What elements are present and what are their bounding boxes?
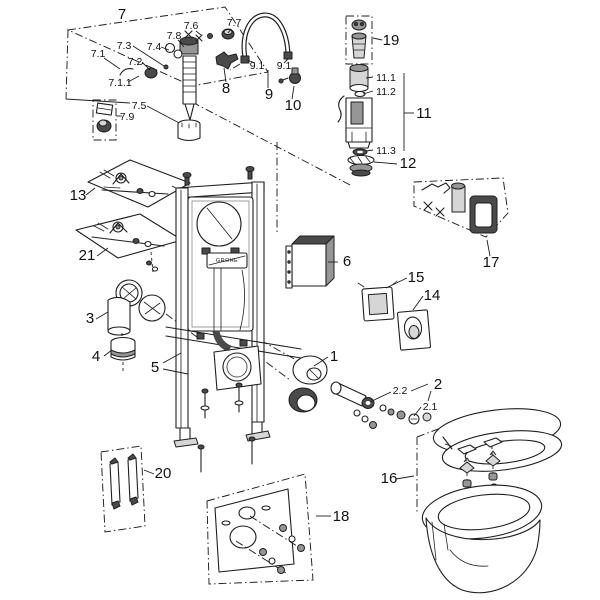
label-20: 20 xyxy=(155,465,172,482)
leader-lines xyxy=(85,28,491,517)
label-16: 16 xyxy=(381,470,398,487)
label-6: 6 xyxy=(343,253,351,270)
cartridge-box-19 xyxy=(345,15,373,65)
brand-plate: GROHE xyxy=(206,252,248,269)
label-7-7: 7.7 xyxy=(227,17,242,29)
label-7-4: 7.4 xyxy=(147,41,162,53)
label-4: 4 xyxy=(92,348,100,365)
wall-bracket-set-21 xyxy=(75,213,183,272)
toilet-seat-and-lid xyxy=(432,408,563,472)
label-12: 12 xyxy=(400,155,417,172)
label-7: 7 xyxy=(118,6,126,23)
seal-ring-a xyxy=(164,42,176,54)
label-5: 5 xyxy=(151,359,159,376)
label-9-1b: 9.1 xyxy=(277,60,292,72)
anchor-bolts xyxy=(197,382,256,473)
label-11-2: 11.2 xyxy=(376,86,396,98)
label-7-9: 7.9 xyxy=(120,111,135,123)
label-9: 9 xyxy=(265,86,273,103)
extension-bracket-box-20 xyxy=(100,445,146,533)
label-8: 8 xyxy=(222,80,230,97)
installation-frame: GROHE xyxy=(165,166,302,473)
toilet-bowl xyxy=(421,484,543,594)
label-14: 14 xyxy=(424,287,441,304)
label-3: 3 xyxy=(86,310,94,327)
label-2: 2 xyxy=(434,376,442,393)
label-11-1: 11.1 xyxy=(376,72,396,84)
label-2-2: 2.2 xyxy=(393,385,408,397)
seal-ring-b xyxy=(173,49,183,59)
label-11-3: 11.3 xyxy=(376,145,396,157)
label-19: 19 xyxy=(383,32,400,49)
label-11: 11 xyxy=(416,105,432,122)
conversion-kit-box-17 xyxy=(413,177,509,238)
label-1: 1 xyxy=(330,348,338,365)
label-2-1: 2.1 xyxy=(423,401,438,413)
label-7-6: 7.6 xyxy=(184,20,199,32)
brand-plate-text: GROHE xyxy=(216,258,238,264)
label-7-2: 7.2 xyxy=(128,56,143,68)
inlet-elbow-3 xyxy=(107,279,143,336)
flex-hose xyxy=(240,12,293,64)
actuation-plate-14 xyxy=(396,309,432,351)
inlet-seal-ring xyxy=(138,294,166,322)
label-7-1-1: 7.1.1 xyxy=(108,77,132,89)
label-9-1a: 9.1 xyxy=(250,60,265,72)
hook-clip xyxy=(119,68,134,76)
grommet xyxy=(144,67,158,79)
nut-7-7 xyxy=(221,28,235,40)
label-17: 17 xyxy=(483,254,500,271)
label-10: 10 xyxy=(285,97,302,114)
wall-bracket-set-13 xyxy=(87,159,191,208)
flush-pipe-set xyxy=(288,355,432,429)
filling-valve-kit-box xyxy=(65,6,269,142)
part-labels: 7 7.6 7.7 7.8 7.3 7.4 7.1 7.2 7.1.1 7.5 … xyxy=(70,6,500,525)
seal-kit-box xyxy=(92,99,117,141)
label-21: 21 xyxy=(79,247,96,264)
label-18: 18 xyxy=(333,508,350,525)
flush-valve-assembly xyxy=(337,64,373,156)
frame-top-bolts xyxy=(182,166,255,186)
mounting-frame-15 xyxy=(357,280,398,322)
filling-valve-cup xyxy=(177,119,201,142)
filling-valve xyxy=(179,36,199,121)
label-7-5: 7.5 xyxy=(132,100,147,112)
label-7-8: 7.8 xyxy=(167,30,182,42)
label-7-3: 7.3 xyxy=(117,40,132,52)
label-7-1: 7.1 xyxy=(91,48,106,60)
angle-valve xyxy=(278,67,301,84)
flange-nut-12 xyxy=(347,154,375,177)
clip-part-8 xyxy=(215,51,239,70)
label-13: 13 xyxy=(70,187,87,204)
label-15: 15 xyxy=(408,269,425,286)
protection-box-6 xyxy=(285,235,335,289)
sleeve-4 xyxy=(110,333,136,371)
insulation-set-box-18 xyxy=(206,473,314,585)
pin xyxy=(163,64,169,70)
crossed-screws xyxy=(184,30,213,42)
